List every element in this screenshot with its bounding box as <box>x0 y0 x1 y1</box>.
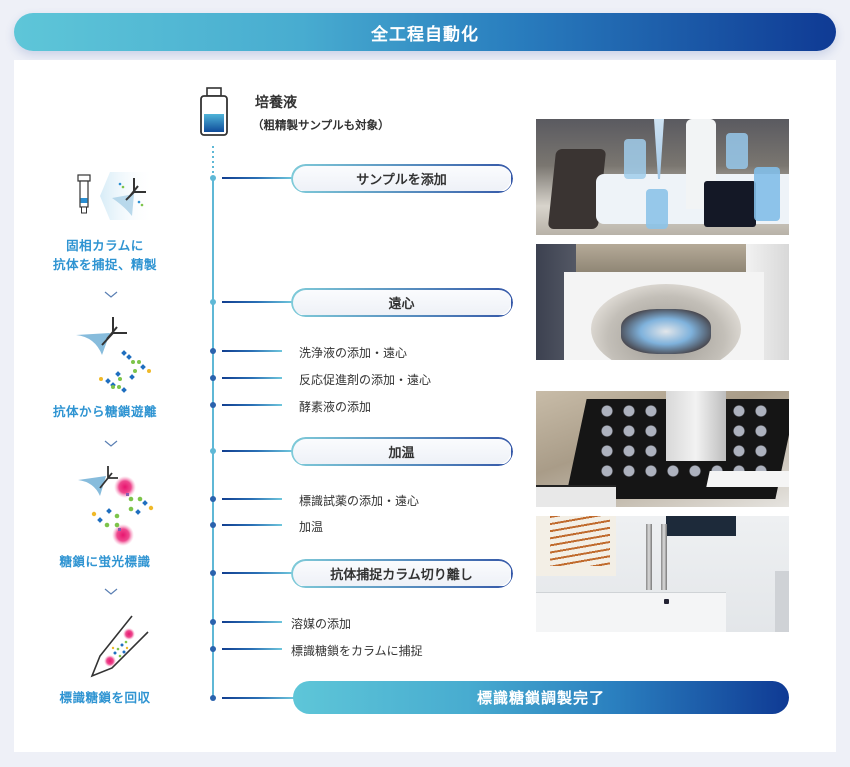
centrifuge-photo <box>536 244 789 360</box>
timeline-node <box>210 496 216 502</box>
timeline-node <box>210 448 216 454</box>
column-antibody-capture-icon <box>74 172 154 220</box>
timeline-node <box>210 375 216 381</box>
timeline-connector <box>222 450 292 452</box>
source-subtitle: （粗精製サンプルも対象） <box>252 118 390 132</box>
timeline-node <box>210 570 216 576</box>
tube-collection-icon <box>86 612 156 684</box>
timeline-connector <box>222 648 282 650</box>
culture-bottle-icon <box>199 87 229 137</box>
timeline-node <box>210 348 216 354</box>
timeline-node <box>210 695 216 701</box>
step-pill-column-detach: 抗体捕捉カラム切り離し <box>291 559 512 587</box>
step-pill-sample-addition: サンプルを添加 <box>291 164 512 192</box>
timeline-connector <box>222 498 282 500</box>
step-pill-heating: 加温 <box>291 437 512 465</box>
timeline-node <box>210 646 216 652</box>
header-banner: 全工程自動化 <box>14 13 836 51</box>
column-detach-photo <box>536 516 789 632</box>
timeline-node <box>210 619 216 625</box>
timeline-connector <box>222 621 282 623</box>
timeline-node <box>210 522 216 528</box>
left-step-release: 抗体から糖鎖遊離 <box>52 404 157 419</box>
timeline-connector <box>222 177 292 179</box>
left-step-collect: 標識糖鎖を回収 <box>59 690 151 705</box>
sub-step: 溶媒の添加 <box>291 617 352 631</box>
step-pill-centrifuge: 遠心 <box>291 288 512 316</box>
chevron-down-icon <box>104 588 118 595</box>
final-step-banner: 標識糖鎖調製完了 <box>293 681 789 714</box>
glycan-release-icon <box>75 315 165 395</box>
timeline-connector <box>222 350 282 352</box>
timeline-node <box>210 299 216 305</box>
sub-step: 標識糖鎖をカラムに捕捉 <box>291 644 423 658</box>
left-step-label: 糖鎖に蛍光標識 <box>59 554 151 569</box>
timeline-connector <box>222 524 282 526</box>
fluorescent-label-icon <box>78 462 168 546</box>
timeline-dotted-line <box>212 146 214 176</box>
source-title: 培養液 <box>255 95 297 111</box>
timeline-connector <box>222 572 292 574</box>
heating-block-photo <box>536 391 789 507</box>
sub-step: 酵素液の添加 <box>299 400 372 414</box>
sub-step: 標識試薬の添加・遠心 <box>299 494 420 508</box>
timeline-node <box>210 402 216 408</box>
sub-step: 加温 <box>299 520 324 534</box>
timeline-node <box>210 175 216 181</box>
chevron-down-icon <box>104 440 118 447</box>
sub-step: 洗浄液の添加・遠心 <box>299 346 408 360</box>
timeline-connector <box>222 697 294 699</box>
header-title: 全工程自動化 <box>371 24 479 45</box>
left-step-capture: 固相カラムに 抗体を捕捉、精製 <box>52 238 157 272</box>
timeline-connector <box>222 404 282 406</box>
chevron-down-icon <box>104 291 118 298</box>
sample-addition-photo <box>536 119 789 235</box>
timeline-connector <box>222 301 292 303</box>
timeline-line <box>212 180 214 698</box>
sub-step: 反応促進剤の添加・遠心 <box>299 373 432 387</box>
timeline-connector <box>222 377 282 379</box>
